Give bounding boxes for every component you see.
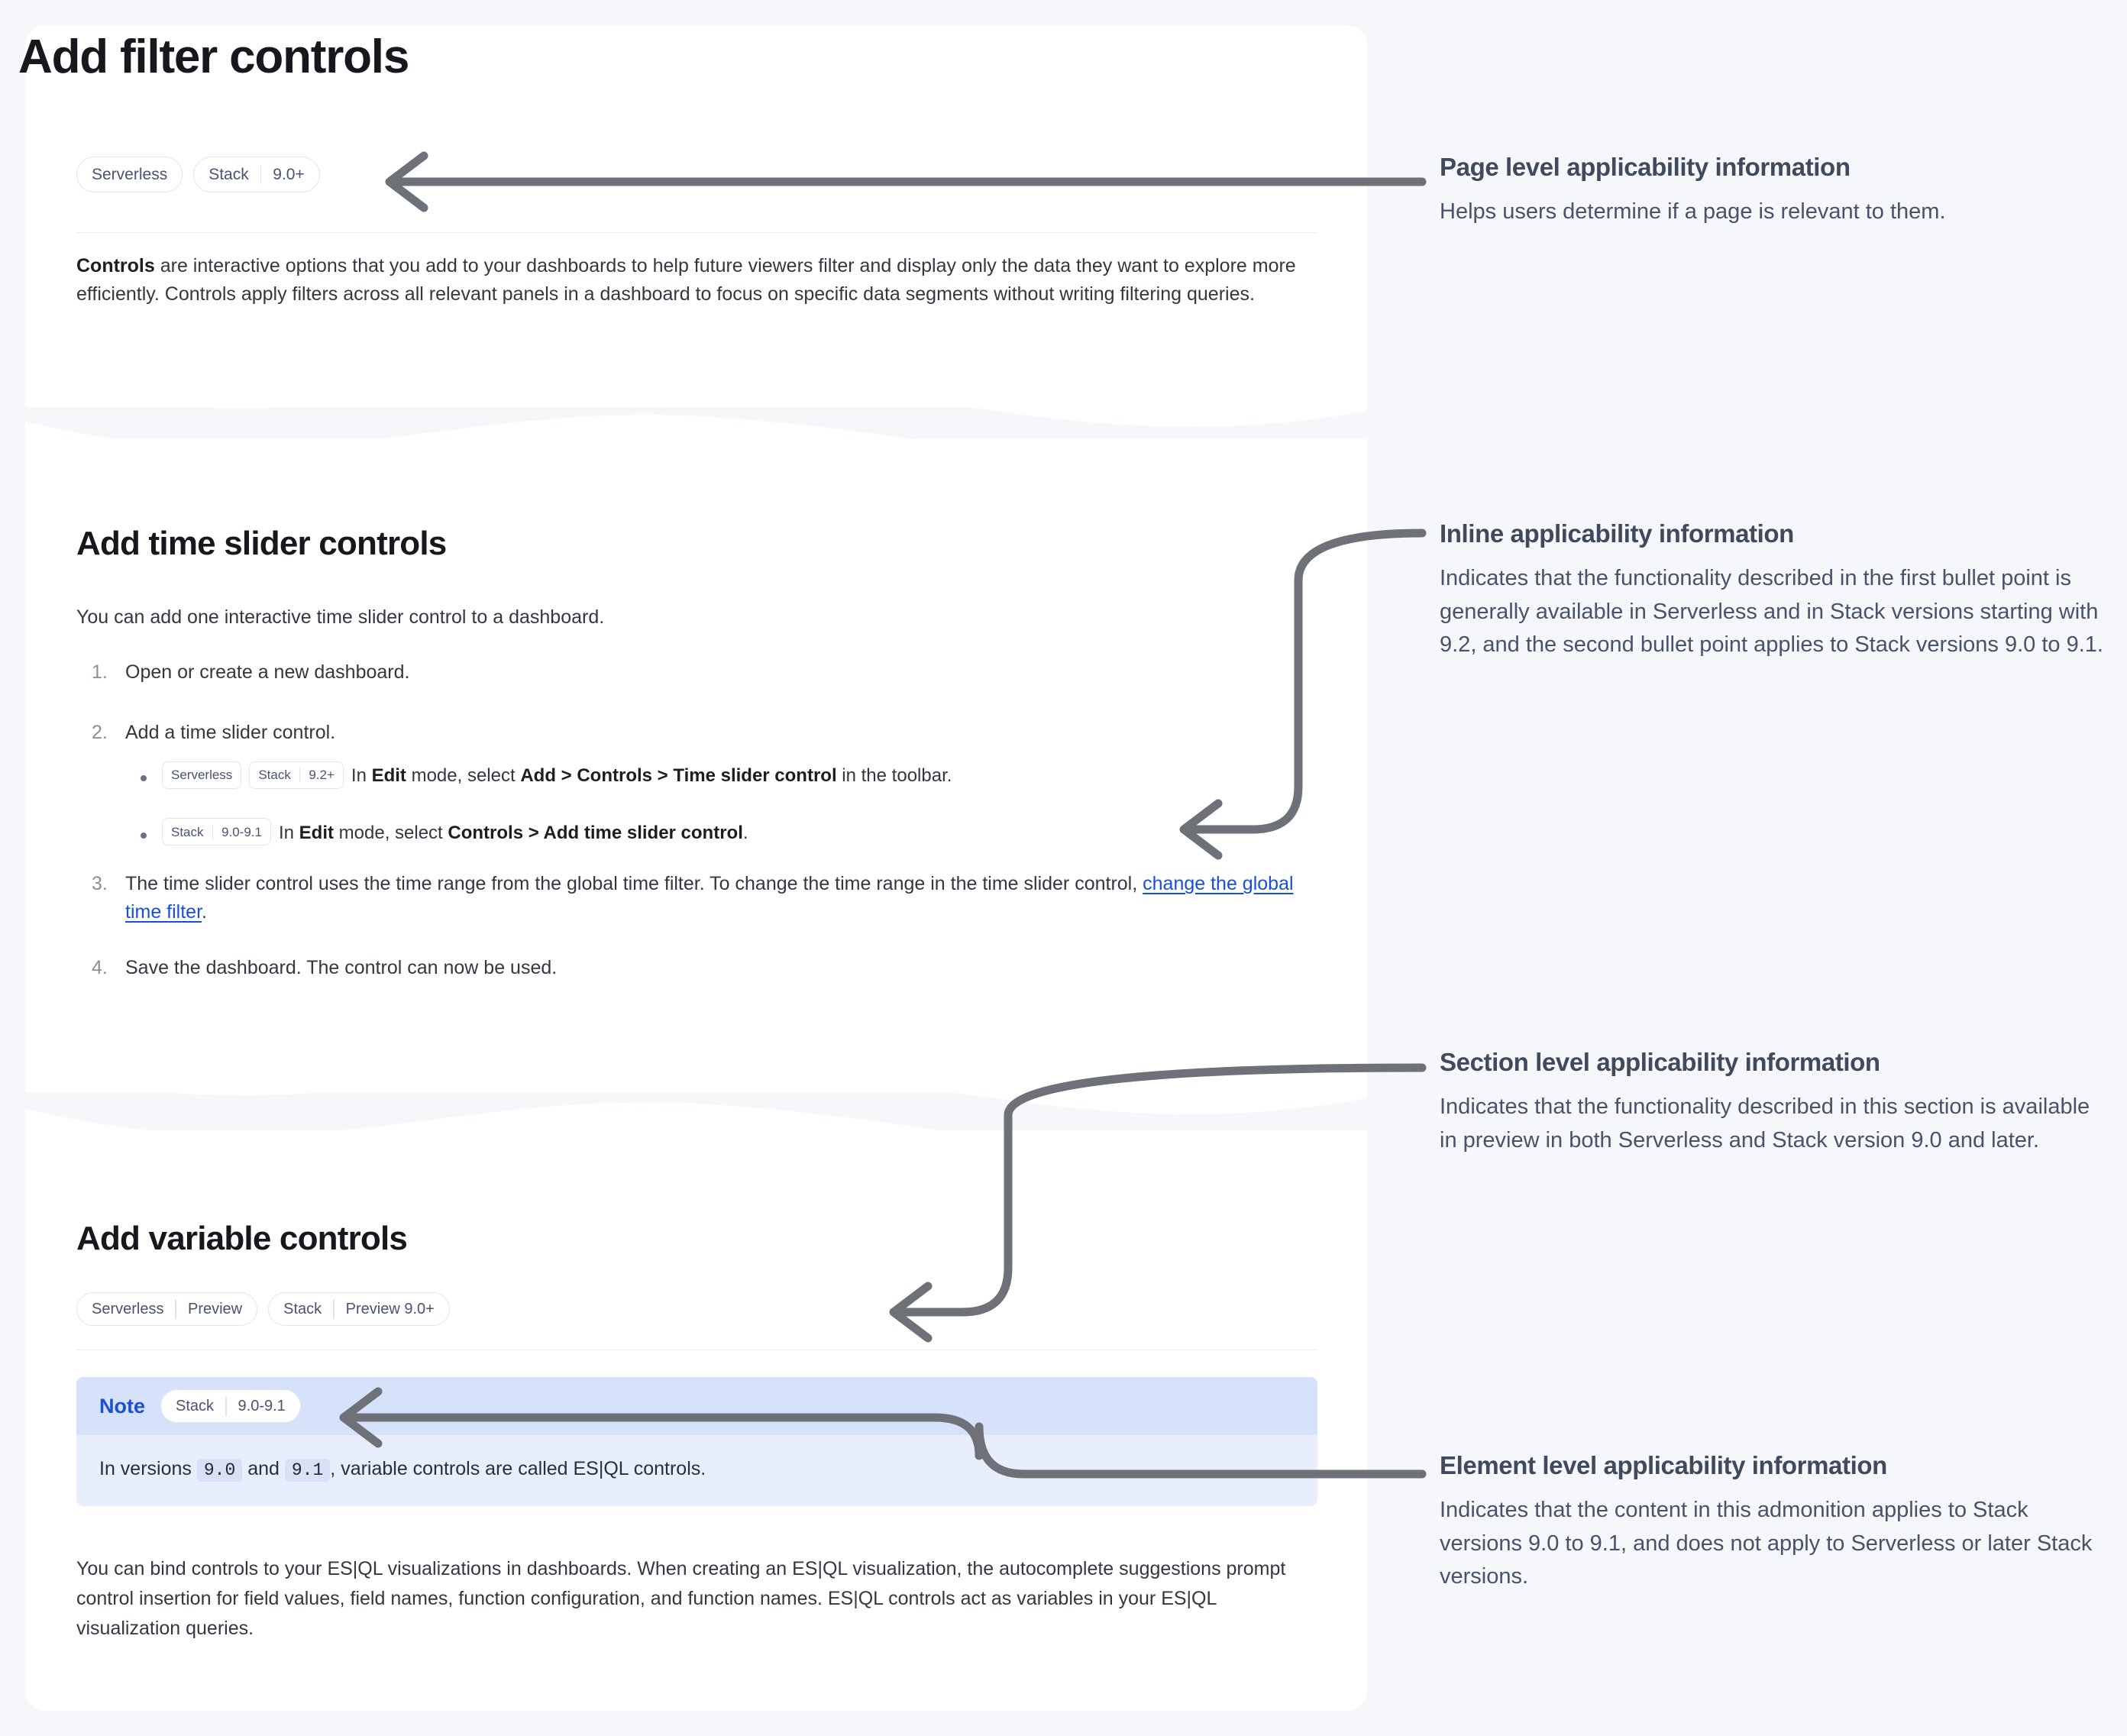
text-fragment: In versions <box>99 1458 197 1479</box>
annotation-body: Indicates that the functionality describ… <box>1440 566 2103 657</box>
version-code-91: 9.1 <box>284 1459 331 1482</box>
badge-name: Serverless <box>92 165 168 183</box>
variable-controls-body: You can bind controls to your ES|QL visu… <box>76 1558 1286 1639</box>
text-fragment: . <box>742 822 748 843</box>
section-wave-divider-1 <box>25 365 1367 464</box>
badge-version: Preview 9.0+ <box>345 1300 435 1317</box>
intro-paragraph: Controls are interactive options that yo… <box>76 252 1317 309</box>
global-time-filter-link[interactable]: change the global time filter <box>125 873 1294 923</box>
annotation-body: Indicates that the functionality describ… <box>1440 1094 2090 1152</box>
annotation-title: Page level applicability information <box>1440 153 1851 181</box>
text-fragment-bold: Edit <box>299 822 334 843</box>
badge-stack-inline[interactable]: Stack 9.2+ <box>249 761 344 789</box>
step-text: Save the dashboard. The control can now … <box>125 957 558 979</box>
badge-stack[interactable]: Stack 9.0+ <box>193 157 320 192</box>
time-slider-intro: You can add one interactive time slider … <box>76 606 605 628</box>
badge-stack-inline[interactable]: Stack 9.0-9.1 <box>162 818 271 846</box>
badge-version: 9.0-9.1 <box>238 1397 286 1414</box>
text-fragment: mode, select <box>333 822 448 843</box>
badge-name: Stack <box>283 1300 322 1317</box>
badge-name: Stack <box>171 824 204 839</box>
list-item: Serverless Stack 9.2+ In Edit mode, sele… <box>141 761 1323 790</box>
step-text-tail: . <box>202 901 207 923</box>
section-title-variable: Add variable controls <box>76 1220 408 1257</box>
page-title: Add filter controls <box>18 31 409 83</box>
annotation-body: Helps users determine if a page is relev… <box>1440 199 1946 224</box>
badge-separator <box>260 165 262 184</box>
section-applicability-badges: Serverless Preview Stack Preview 9.0+ <box>76 1292 450 1326</box>
step-item: Open or create a new dashboard. <box>92 658 1323 687</box>
bullet-text: In Edit mode, select Add > Controls > Ti… <box>351 765 952 786</box>
badge-version: 9.0-9.1 <box>221 824 262 839</box>
text-fragment: in the toolbar. <box>836 765 952 786</box>
badge-name: Stack <box>258 767 291 782</box>
step-sub-bullets: Serverless Stack 9.2+ In Edit mode, sele… <box>125 761 1323 848</box>
title-divider <box>76 232 1317 233</box>
annotation-title: Section level applicability information <box>1440 1048 1880 1076</box>
badge-serverless[interactable]: Serverless <box>76 157 183 192</box>
text-fragment-bold: Add > Controls > Time slider control <box>520 765 837 786</box>
text-fragment-bold: Controls > Add time slider control <box>448 822 743 843</box>
version-code-90: 9.0 <box>196 1459 243 1482</box>
intro-rest: are interactive options that you add to … <box>76 255 1296 305</box>
badge-separator <box>225 1396 227 1416</box>
badge-stack-preview[interactable]: Stack Preview 9.0+ <box>268 1292 450 1326</box>
step-item: Save the dashboard. The control can now … <box>92 954 1323 982</box>
section-title-time-slider: Add time slider controls <box>76 525 447 562</box>
annotation-inline: Inline applicability information Indicat… <box>1440 519 2112 662</box>
note-label: Note <box>99 1394 145 1418</box>
time-slider-steps: Open or create a new dashboard. Add a ti… <box>86 658 1323 982</box>
badge-version: 9.0+ <box>273 165 305 183</box>
badge-name: Stack <box>176 1397 215 1414</box>
badge-separator <box>175 1299 176 1319</box>
note-text: In versions 9.0 and 9.1, variable contro… <box>99 1458 706 1482</box>
text-fragment: and <box>242 1458 285 1479</box>
annotation-element-level: Element level applicability information … <box>1440 1451 2112 1594</box>
badge-version: Preview <box>187 1300 243 1317</box>
note-body: In versions 9.0 and 9.1, variable contro… <box>76 1435 1317 1507</box>
step-item: Add a time slider control. Serverless St… <box>92 719 1323 848</box>
doc-panel-intro <box>25 25 1367 407</box>
badge-serverless-preview[interactable]: Serverless Preview <box>76 1292 258 1326</box>
text-fragment: In <box>278 822 299 843</box>
annotation-page-level: Page level applicability information Hel… <box>1440 153 2112 229</box>
badge-name: Serverless <box>171 767 233 782</box>
step-item: The time slider control uses the time ra… <box>92 870 1323 926</box>
badge-name: Stack <box>208 165 249 183</box>
badge-stack-note[interactable]: Stack 9.0-9.1 <box>160 1389 301 1423</box>
step-text: Open or create a new dashboard. <box>125 661 410 683</box>
text-fragment: , variable controls are called ES|QL con… <box>330 1458 706 1479</box>
annotation-title: Element level applicability information <box>1440 1451 1887 1479</box>
text-fragment: mode, select <box>406 765 521 786</box>
badge-separator <box>333 1299 335 1319</box>
text-fragment-bold: Edit <box>371 765 406 786</box>
badge-separator <box>212 824 214 839</box>
note-admonition: Note Stack 9.0-9.1 In versions 9.0 and 9… <box>76 1377 1317 1507</box>
step-text: Add a time slider control. <box>125 722 336 743</box>
badge-serverless-inline[interactable]: Serverless <box>162 761 242 789</box>
intro-lead: Controls <box>76 255 155 276</box>
annotation-title: Inline applicability information <box>1440 519 1794 548</box>
step-text: The time slider control uses the time ra… <box>125 873 1143 895</box>
list-item: Stack 9.0-9.1 In Edit mode, select Contr… <box>141 818 1323 848</box>
badge-version: 9.2+ <box>309 767 335 782</box>
annotation-section-level: Section level applicability information … <box>1440 1048 2112 1157</box>
badge-name: Serverless <box>92 1300 164 1317</box>
bullet-text: In Edit mode, select Controls > Add time… <box>279 823 748 843</box>
annotation-body: Indicates that the content in this admon… <box>1440 1498 2093 1589</box>
text-fragment: In <box>351 765 372 786</box>
badge-separator <box>299 768 301 783</box>
section-wave-divider-2 <box>25 1052 1367 1152</box>
page-applicability-badges: Serverless Stack 9.0+ <box>76 157 320 192</box>
note-header: Note Stack 9.0-9.1 <box>76 1377 1317 1435</box>
